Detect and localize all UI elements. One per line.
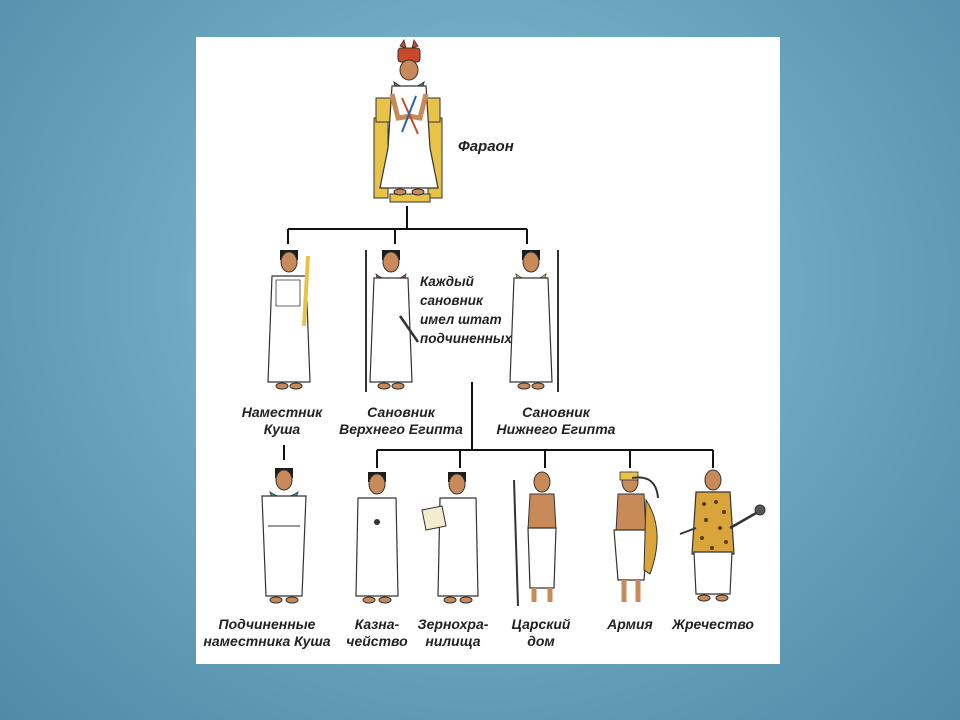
royal-house-line2: дом (527, 633, 555, 649)
army-line1: Армия (607, 616, 653, 632)
royal-house-figure (513, 471, 557, 606)
priesthood-figure (679, 469, 766, 602)
granaries-figure (421, 472, 479, 604)
kush-subordinates-line1: Подчиненные (218, 616, 316, 632)
dignitary-note: Каждый сановник имел штат подчиненных. (420, 272, 516, 348)
army-figure (613, 471, 659, 602)
army-label: Армия (598, 616, 662, 633)
pharaoh-figure (373, 39, 443, 203)
lower-dignitary-line2: Нижнего Египта (496, 421, 616, 437)
note-line-1: Каждый (420, 274, 474, 289)
note-line-4: подчиненных. (420, 331, 516, 346)
kush-governor-line2: Куша (263, 421, 301, 437)
treasury-label: Казна- чейство (342, 616, 412, 650)
royal-house-line1: Царский (511, 616, 571, 632)
kush-subordinates-line2: наместника Куша (203, 633, 331, 649)
lower-dignitary-figure (509, 250, 559, 392)
lower-dignitary-line1: Сановник (522, 404, 590, 420)
kush-governor-figure (267, 250, 311, 390)
kush-subordinate-figure (261, 468, 307, 604)
upper-dignitary-figure (365, 250, 420, 392)
priesthood-line1: Жречество (672, 616, 754, 632)
granaries-line2: нилища (425, 633, 481, 649)
note-line-3: имел штат (420, 312, 502, 327)
royal-house-label: Царский дом (506, 616, 576, 650)
granaries-label: Зернохра- нилища (416, 616, 490, 650)
upper-dignitary-line2: Верхнего Египта (339, 421, 463, 437)
note-line-2: сановник (420, 293, 483, 308)
treasury-line2: чейство (346, 633, 408, 649)
priesthood-label: Жречество (668, 616, 758, 633)
upper-dignitary-label: Сановник Верхнего Египта (336, 404, 466, 438)
granaries-line1: Зернохра- (417, 616, 489, 632)
kush-subordinates-label: Подчиненные наместника Куша (202, 616, 332, 650)
upper-dignitary-line1: Сановник (367, 404, 435, 420)
treasury-figure (355, 472, 399, 604)
treasury-line1: Казна- (354, 616, 400, 632)
pharaoh-label: Фараон (458, 138, 514, 155)
lower-dignitary-label: Сановник Нижнего Египта (494, 404, 618, 438)
kush-governor-line1: Наместник (241, 404, 323, 420)
kush-governor-label: Наместник Куша (240, 404, 324, 438)
